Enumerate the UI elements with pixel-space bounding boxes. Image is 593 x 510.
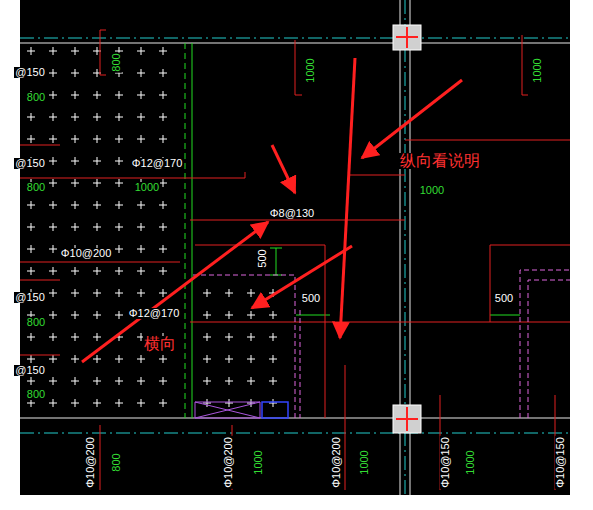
dimension-text: 1000 xyxy=(134,182,160,193)
rebar-spec: Φ10@200 xyxy=(223,436,234,489)
rebar-spec: @150 xyxy=(14,365,46,376)
dimension-text: 800 xyxy=(26,389,46,400)
dimension-text: 1000 xyxy=(464,449,475,475)
dimension-text: 800 xyxy=(110,52,121,72)
callout-note: 纵向看说明 xyxy=(399,153,481,169)
rebar-spec: 500 xyxy=(301,293,321,304)
dimension-text: 1000 xyxy=(419,185,445,196)
dimension-text: 800 xyxy=(110,452,121,472)
rebar-spec: @150 xyxy=(14,292,46,303)
rebar-spec: @150 xyxy=(14,158,46,169)
dimension-text: 1000 xyxy=(252,449,263,475)
rebar-spec: @150 xyxy=(14,67,46,78)
dimension-text: 1000 xyxy=(304,57,315,83)
callout-note: 横向 xyxy=(143,336,177,352)
rebar-spec: Φ10@150 xyxy=(440,436,451,489)
rebar-spec: Φ10@200 xyxy=(85,436,96,489)
dimension-text: 1000 xyxy=(531,57,542,83)
rebar-spec: 500 xyxy=(494,293,514,304)
rebar-spec: Φ10@200 xyxy=(60,248,113,259)
rebar-spec: Φ10@150 xyxy=(555,436,566,489)
dimension-text: 1000 xyxy=(358,449,369,475)
dimension-text: 800 xyxy=(26,92,46,103)
rebar-spec: Φ8@130 xyxy=(269,208,315,219)
dimension-text: 800 xyxy=(26,182,46,193)
rebar-spec: 500 xyxy=(256,248,267,268)
rebar-spec: Φ12@170 xyxy=(128,308,181,319)
rebar-spec: Φ12@170 xyxy=(131,158,184,169)
rebar-spec: Φ10@200 xyxy=(331,436,342,489)
dimension-text: 800 xyxy=(26,317,46,328)
